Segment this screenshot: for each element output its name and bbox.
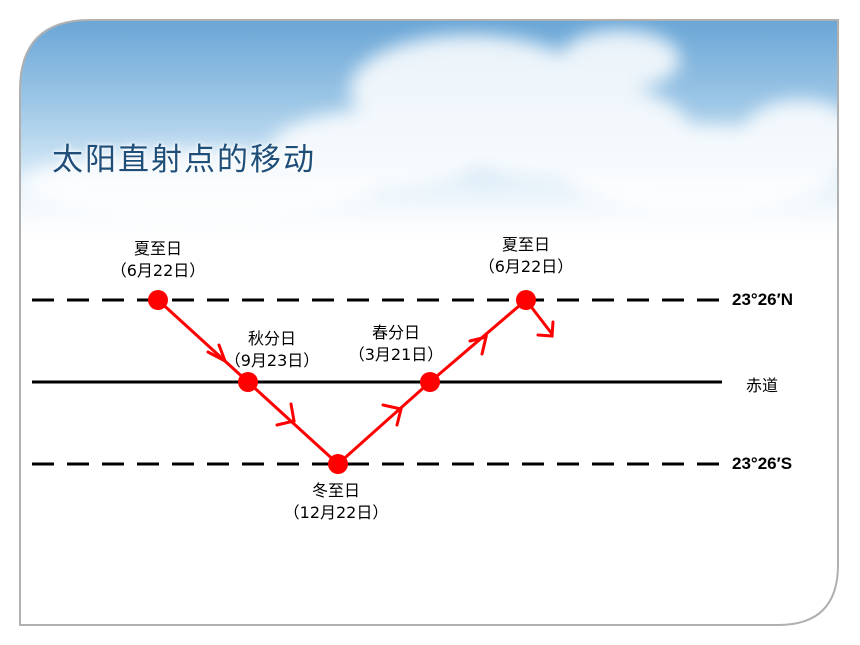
point-winter-solstice — [328, 454, 348, 474]
point-autumn-equinox — [238, 372, 258, 392]
label-autumn-equinox: 秋分日 （9月23日） — [225, 328, 320, 372]
arrow-1 — [206, 343, 228, 365]
equator-label: 赤道 — [746, 376, 779, 395]
path-arrows — [206, 334, 489, 427]
point-summer-solstice-2 — [516, 290, 536, 310]
continuing-arrow-head — [536, 320, 555, 338]
point-summer-solstice-1 — [148, 290, 168, 310]
label-name: 冬至日 — [311, 481, 361, 500]
subsolar-path — [156, 298, 527, 466]
south-tropic-label: 23°26′S — [732, 454, 793, 473]
label-winter-solstice: 冬至日 （12月22日） — [284, 480, 389, 524]
label-date: （6月22日） — [110, 261, 206, 280]
label-name: 秋分日 — [247, 329, 297, 348]
page-title: 太阳直射点的移动 — [52, 142, 316, 178]
label-date: （3月21日） — [348, 345, 444, 364]
label-summer-solstice-1: 夏至日 （6月22日） — [111, 238, 206, 282]
arrow-4 — [468, 334, 489, 356]
label-name: 夏至日 — [133, 239, 183, 258]
arrow-2 — [275, 402, 296, 427]
label-date: （12月22日） — [283, 503, 389, 522]
label-summer-solstice-2: 夏至日 （6月22日） — [479, 234, 574, 278]
label-spring-equinox: 春分日 （3月21日） — [349, 322, 444, 366]
subsolar-points — [148, 290, 536, 474]
slide-frame — [19, 19, 839, 626]
sky-background — [20, 20, 838, 625]
north-tropic-label: 23°26′N — [732, 290, 793, 309]
label-name: 夏至日 — [501, 235, 551, 254]
arrow-3 — [381, 403, 403, 427]
label-name: 春分日 — [371, 323, 421, 342]
label-date: （9月23日） — [224, 351, 320, 370]
point-spring-equinox — [420, 372, 440, 392]
label-date: （6月22日） — [478, 257, 574, 276]
